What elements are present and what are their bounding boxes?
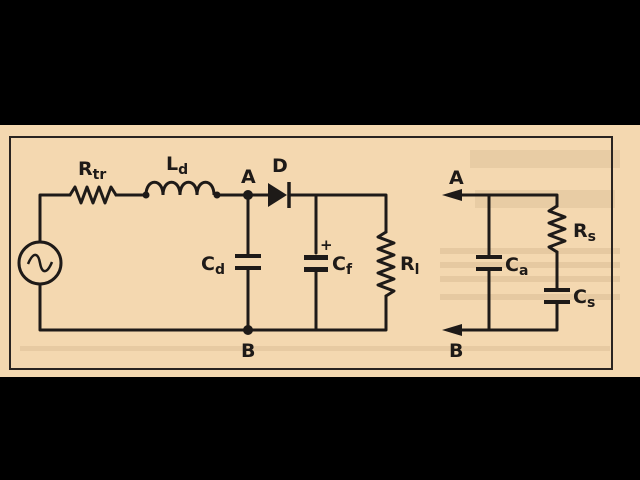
resistor-rtr-icon xyxy=(68,185,118,205)
capacitor-cs-icon xyxy=(544,250,570,304)
capacitor-ca-icon xyxy=(476,193,502,332)
label-a-left: A xyxy=(241,166,256,188)
figure-frame xyxy=(9,136,613,370)
terminal-b-arrow-icon xyxy=(442,324,462,336)
terminal-a-arrow-icon xyxy=(442,189,462,201)
capacitor-cf-icon xyxy=(304,193,328,332)
label-rs: Rs xyxy=(573,220,596,245)
resistor-rl-icon xyxy=(376,230,396,298)
label-cd: Cd xyxy=(201,253,225,278)
capacitor-cd-icon xyxy=(235,193,261,332)
wire-right-top xyxy=(458,193,559,208)
wire-top-right xyxy=(288,193,388,234)
wire-source-top xyxy=(38,193,72,244)
label-cs: Cs xyxy=(573,286,595,311)
wire-source-bottom xyxy=(38,282,388,332)
resistor-rs-icon xyxy=(547,204,567,254)
label-b-left: B xyxy=(241,340,255,362)
label-cf-plus: + xyxy=(320,236,333,254)
label-cf: Cf xyxy=(332,253,353,278)
label-ld: Ld xyxy=(166,153,188,178)
label-b-right: B xyxy=(449,340,463,362)
label-rtr: Rtr xyxy=(78,158,106,183)
wire-right-bottom xyxy=(458,302,559,332)
label-d: D xyxy=(272,155,288,177)
diode-d-icon xyxy=(268,182,291,208)
label-rl: Rl xyxy=(400,253,419,278)
label-a-right: A xyxy=(449,167,464,189)
inductor-ld-icon xyxy=(142,180,221,199)
label-ca: Ca xyxy=(505,254,528,279)
